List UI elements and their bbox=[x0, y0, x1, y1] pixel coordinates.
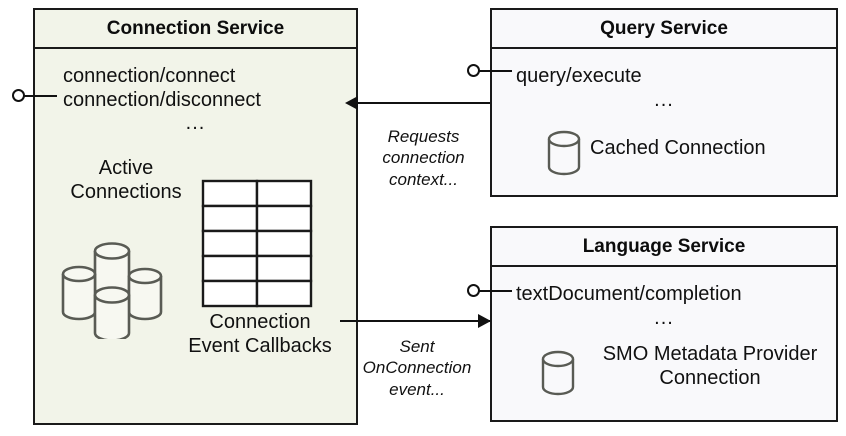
connector-label-connection-to-language: Sent OnConnection event... bbox=[352, 336, 482, 400]
database-icon-cached-connection bbox=[546, 129, 582, 177]
arrowhead-left-icon bbox=[345, 96, 358, 110]
component-body-query-service: query/execute ... Cached Connection bbox=[492, 49, 836, 195]
connector-label-line: Sent bbox=[399, 337, 435, 356]
artifact-label-cached-connection: Cached Connection bbox=[590, 137, 830, 161]
lollipop-stem bbox=[478, 70, 512, 72]
lollipop-circle-icon bbox=[467, 284, 480, 297]
artifact-label-line: Callbacks bbox=[245, 334, 332, 357]
component-query-service[interactable]: Query Service query/execute ... Cached C… bbox=[490, 8, 838, 197]
connector-label-line: connection bbox=[382, 148, 465, 168]
component-body-connection-service: connection/connect connection/disconnect… bbox=[35, 49, 356, 423]
connector-label-line: OnConnection bbox=[362, 358, 472, 378]
database-cluster-icon bbox=[57, 235, 182, 342]
operation-item[interactable]: connection/connect bbox=[63, 65, 236, 87]
lollipop-circle-icon bbox=[467, 64, 480, 77]
artifact-label-line: Connection bbox=[209, 311, 311, 333]
component-title-connection-service: Connection Service bbox=[35, 10, 356, 49]
component-language-service[interactable]: Language Service textDocument/completion… bbox=[490, 226, 838, 422]
operation-item[interactable]: textDocument/completion bbox=[516, 283, 742, 305]
operation-item-ellipsis: ... bbox=[654, 88, 674, 111]
artifact-label-line: Active bbox=[98, 157, 154, 179]
table-grid-icon bbox=[201, 179, 315, 309]
operation-item-ellipsis: ... bbox=[654, 306, 674, 329]
connector-label-line: context... bbox=[389, 169, 458, 189]
operation-list-connection-service: connection/connect connection/disconnect… bbox=[35, 65, 356, 136]
operation-list-query-service: query/execute ... bbox=[492, 65, 836, 112]
operation-item[interactable]: connection/disconnect bbox=[63, 88, 261, 111]
component-title-language-service: Language Service bbox=[492, 228, 836, 267]
provided-interface-lollipop-language-service[interactable] bbox=[467, 283, 512, 299]
connector-line bbox=[358, 102, 490, 104]
lollipop-circle-icon bbox=[12, 89, 25, 102]
artifact-label-line: SMO Metadata bbox=[602, 343, 738, 365]
connector-line bbox=[340, 320, 490, 322]
artifact-label-line: Connections bbox=[70, 180, 182, 203]
component-title-query-service: Query Service bbox=[492, 10, 836, 49]
connector-label-query-to-connection: Requests connection context... bbox=[361, 126, 486, 190]
component-body-language-service: textDocument/completion ... SMO Metadata… bbox=[492, 267, 836, 420]
artifact-label-active-connections: Active Connections bbox=[41, 157, 211, 204]
artifact-label-line: Cached Connection bbox=[590, 137, 766, 159]
database-icon-smo-metadata bbox=[540, 349, 576, 397]
provided-interface-lollipop-connection-service[interactable] bbox=[12, 88, 57, 104]
artifact-label-line: Provider Connection bbox=[659, 343, 818, 389]
artifact-label-connection-event-callbacks: Connection Event Callbacks bbox=[185, 311, 335, 358]
lollipop-stem bbox=[478, 290, 512, 292]
lollipop-stem bbox=[23, 95, 57, 97]
connector-label-line: Requests bbox=[387, 127, 460, 146]
operation-item-ellipsis: ... bbox=[185, 112, 206, 135]
arrowhead-right-icon bbox=[478, 314, 491, 328]
artifact-label-line: Event bbox=[188, 334, 240, 357]
component-connection-service[interactable]: Connection Service connection/connect co… bbox=[33, 8, 358, 425]
connector-label-line: event... bbox=[389, 379, 445, 399]
provided-interface-lollipop-query-service[interactable] bbox=[467, 63, 512, 79]
operation-item[interactable]: query/execute bbox=[516, 65, 642, 87]
operation-list-language-service: textDocument/completion ... bbox=[492, 283, 836, 330]
artifact-label-smo-metadata-provider-connection: SMO Metadata Provider Connection bbox=[584, 343, 836, 390]
